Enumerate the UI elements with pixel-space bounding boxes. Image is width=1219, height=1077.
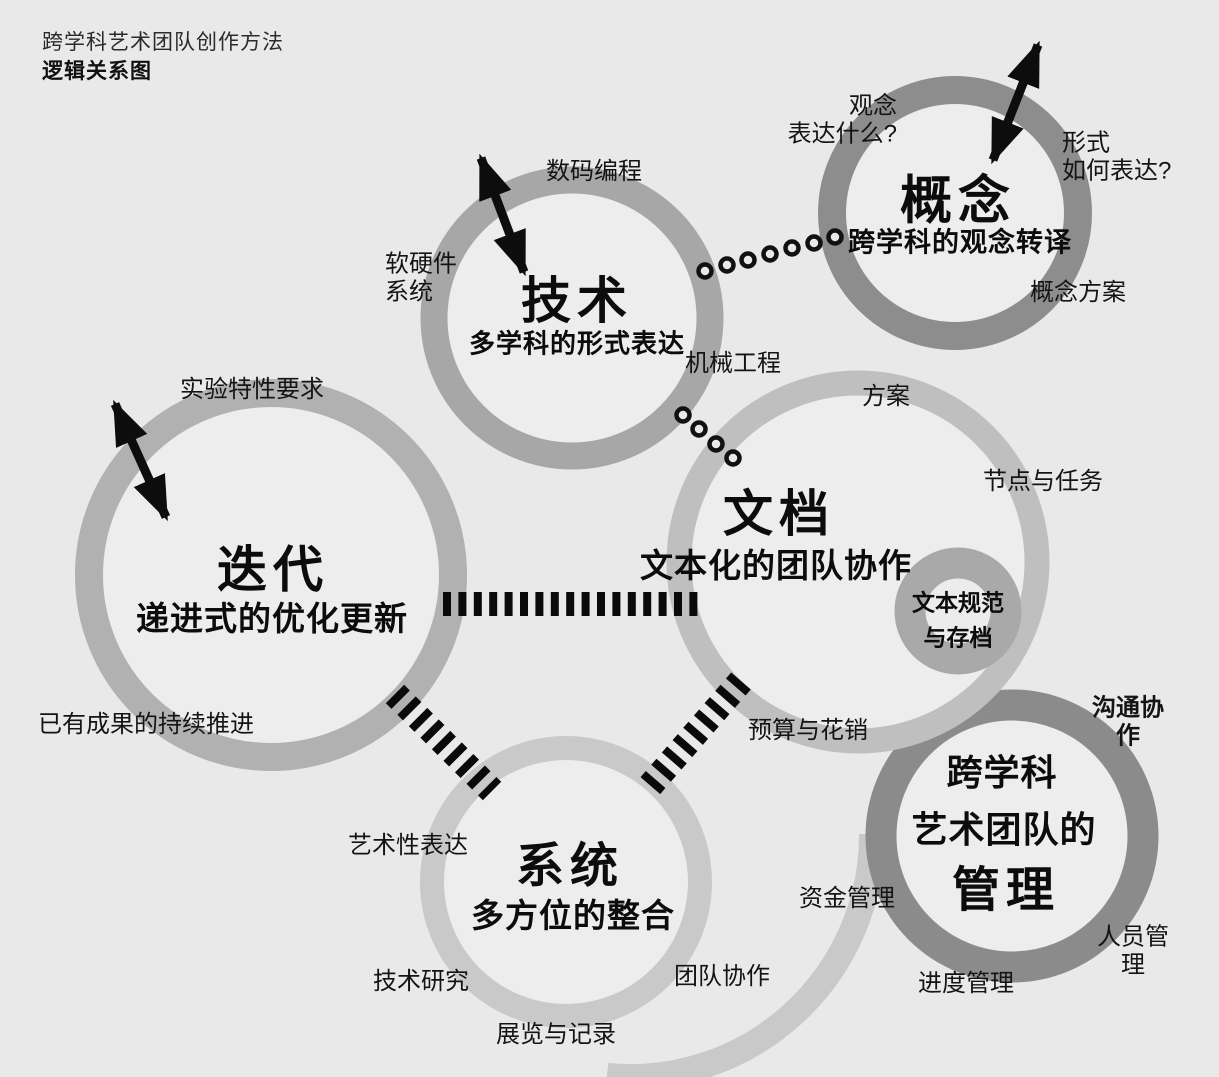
- label-schedule-management: 进度管理: [918, 970, 1014, 998]
- label-exhibition-and-records: 展览与记录: [496, 1021, 616, 1049]
- label-concept-proposal: 概念方案: [1030, 279, 1126, 307]
- manage-node-title-line2: 艺术团队的: [911, 809, 1097, 850]
- label-budget-and-expenses: 预算与花销: [748, 717, 868, 745]
- manage-node-title-line1: 跨学科: [946, 752, 1058, 793]
- archive-node-label: 文本规范 与存档: [912, 589, 1004, 651]
- doc-ring: [666, 370, 1050, 754]
- iterate-circle-interior: [103, 407, 439, 743]
- label-experimental-requirements: 实验特性要求: [180, 376, 324, 404]
- doc-node-subtitle: 文本化的团队协作: [640, 547, 912, 584]
- label-artistic-expression: 艺术性表达: [348, 832, 468, 860]
- concept-ring: [818, 76, 1092, 350]
- archive-ring: [894, 547, 1022, 675]
- label-digital-programming: 数码编程: [546, 158, 642, 186]
- connector-dashes-iterate-system: [385, 684, 502, 801]
- tech-node-subtitle: 多学科的形式表达: [468, 328, 686, 359]
- label-communication-collaboration: 沟通协作: [1092, 694, 1164, 749]
- label-software-hardware-system: 软硬件 系统: [385, 250, 457, 305]
- system-ring: [420, 736, 712, 1028]
- label-ongoing-advancement: 已有成果的持续推进: [38, 711, 254, 739]
- manage-node-title-line3: 管理: [951, 864, 1061, 917]
- system-node-title: 系统: [515, 840, 625, 893]
- label-concept-what-to-express: 观念 表达什么?: [787, 92, 897, 147]
- decorative-arc: [606, 833, 886, 1077]
- page-title: 跨学科艺术团队创作方法: [42, 31, 284, 54]
- system-circle-interior: [444, 760, 688, 1004]
- manage-circle-interior: [896, 720, 1128, 952]
- iterate-node-subtitle: 递进式的优化更新: [136, 600, 408, 637]
- page-header: 跨学科艺术团队创作方法 逻辑关系图: [42, 30, 284, 86]
- system-node-subtitle: 多方位的整合: [471, 897, 675, 934]
- iterate-node-title: 迭代: [217, 542, 329, 598]
- connector-dots-tech-concept: [696, 228, 844, 280]
- label-nodes-and-tasks: 节点与任务: [983, 468, 1103, 496]
- label-mechanical-engineering: 机械工程: [685, 350, 781, 378]
- tech-node-title: 技术: [521, 273, 633, 329]
- archive-circle-interior: [925, 578, 991, 644]
- arrow-tech: [476, 153, 529, 277]
- iterate-ring: [75, 379, 467, 771]
- concept-node-title: 概念: [899, 172, 1017, 231]
- doc-node-title: 文档: [723, 486, 835, 542]
- tech-ring: [420, 166, 724, 470]
- concept-node-subtitle: 跨学科的观念转译: [848, 227, 1072, 258]
- connector-dots-tech-doc: [674, 406, 742, 467]
- label-technical-research: 技术研究: [373, 968, 469, 996]
- connector-dashes-doc-system: [640, 672, 751, 795]
- label-personnel-management: 人员管理: [1097, 923, 1169, 978]
- label-proposal: 方案: [862, 383, 910, 411]
- page-subtitle: 逻辑关系图: [42, 60, 152, 84]
- label-funding-management: 资金管理: [799, 885, 895, 913]
- manage-ring: [865, 689, 1159, 983]
- label-team-collaboration: 团队协作: [674, 963, 770, 991]
- arrow-concept: [988, 40, 1043, 165]
- arrow-iterate: [110, 399, 171, 522]
- label-form-how-to-express: 形式 如何表达?: [1062, 129, 1172, 184]
